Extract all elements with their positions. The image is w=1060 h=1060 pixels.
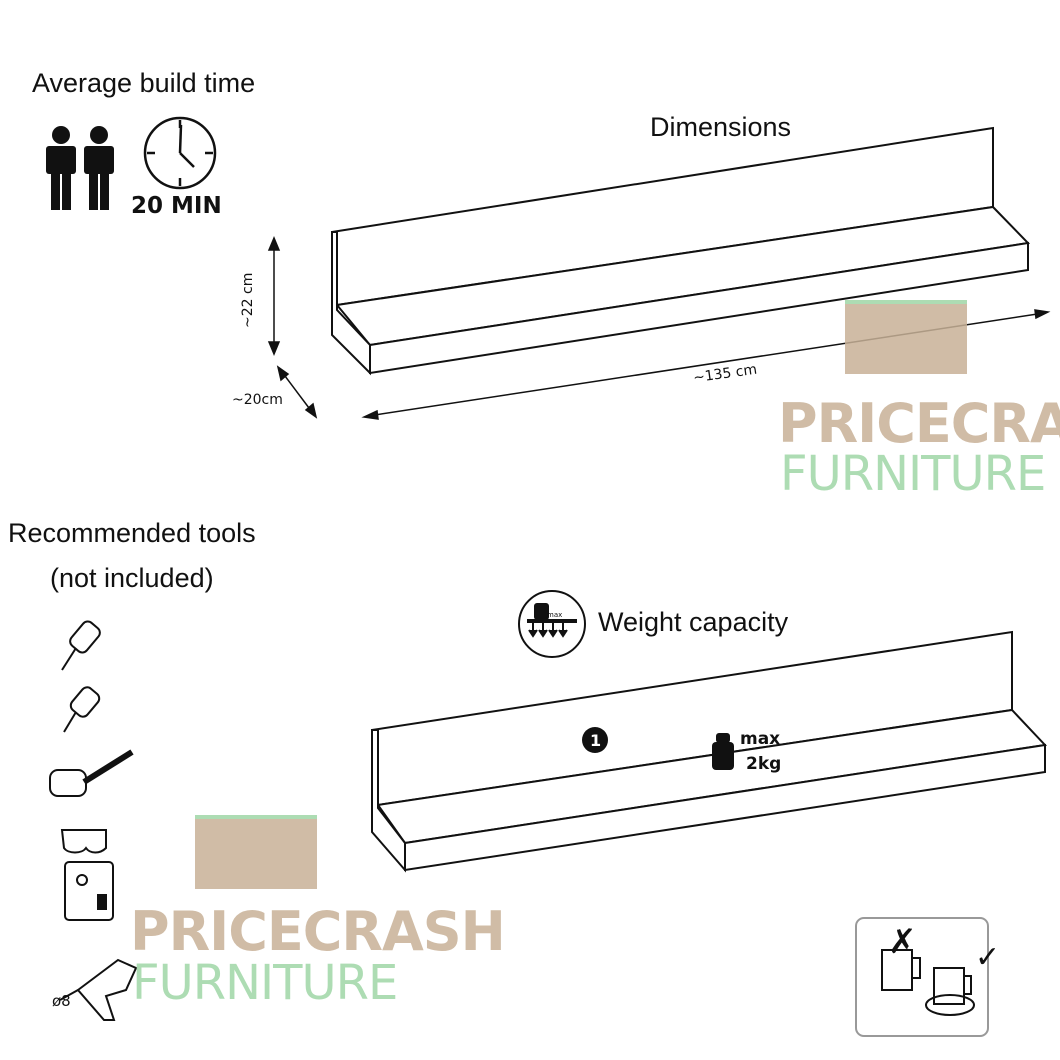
safety-glasses-icon [60,829,107,854]
check-mark-icon: ✓ [975,940,1001,975]
weight-capacity-icon [518,590,586,658]
wrong-mark-icon: ✗ [888,922,917,962]
hammer-icon [49,749,134,797]
step-number: 1 [590,731,602,750]
drill-icon [59,958,138,1021]
max-weight-value: 2kg [746,754,782,774]
screwdriver-icon [63,686,101,733]
tools-icons [49,620,138,1021]
depth-label: ~20cm [232,392,283,408]
tools-heading: Recommended tools [8,518,256,548]
shelf-weight-drawing [370,630,1048,873]
weight-heading: Weight capacity [598,607,789,637]
drill-bit-label: ø8 [52,992,71,1010]
build-duration: 20 MIN [131,193,222,219]
weight-icon-label: max [547,611,563,619]
step-badge [582,727,608,753]
shelf-dimensions-drawing [330,126,1031,376]
max-label: max [740,729,781,749]
coaster-care-icon [855,917,989,1037]
weight-icon [712,733,734,770]
dimensions-heading: Dimensions [650,112,792,142]
people-icon [46,126,114,210]
screwdriver-icon [61,620,101,671]
build-time-heading: Average build time [32,68,256,98]
tools-subheading: (not included) [50,563,214,593]
spirit-level-icon [64,861,114,921]
clock-icon [143,116,217,190]
height-label: ~22 cm [240,272,256,328]
